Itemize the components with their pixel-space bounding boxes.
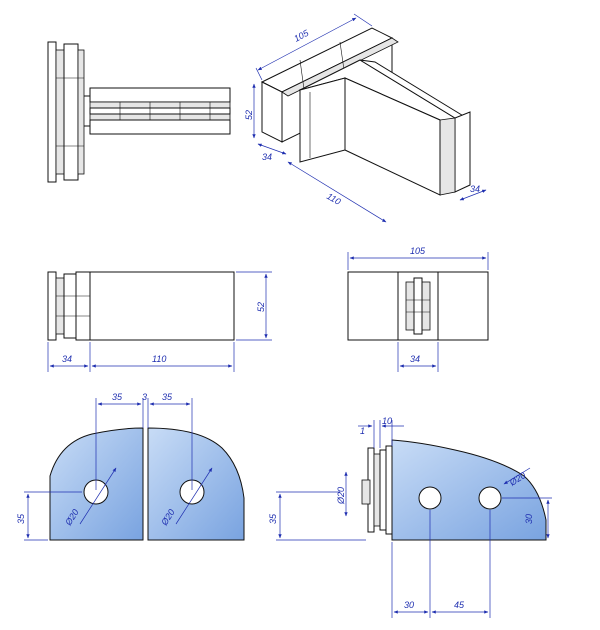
side-view-middle-dimensions: 52 34 110 bbox=[47, 271, 272, 372]
isometric-view bbox=[260, 27, 471, 196]
glass-front-view bbox=[49, 427, 245, 541]
side-dim-top-width: 10 bbox=[382, 416, 392, 426]
front-view bbox=[347, 271, 489, 341]
iso-dim-height: 52 bbox=[244, 110, 254, 120]
iso-dim-depth-left: 34 bbox=[262, 152, 272, 162]
side-dim-clamp-hole: Ø20 bbox=[336, 487, 346, 505]
side-dim-edge: 30 bbox=[404, 600, 414, 610]
front-dim-base: 34 bbox=[410, 354, 420, 364]
front-dim-width: 105 bbox=[410, 246, 426, 256]
side-dim-spacing: 45 bbox=[454, 600, 465, 610]
side-dim-height: 52 bbox=[256, 302, 266, 312]
side-view-middle bbox=[47, 271, 235, 341]
side-view-top-left bbox=[47, 41, 231, 183]
side-dim-vertical: 30 bbox=[524, 514, 534, 524]
side-dim-base: 34 bbox=[62, 354, 72, 364]
glass-dim-gap: 3 bbox=[142, 392, 147, 402]
iso-dim-depth-right: 34 bbox=[470, 184, 480, 194]
front-view-dimensions: 105 34 bbox=[347, 246, 489, 372]
side-hole-right bbox=[478, 486, 502, 510]
side-dim-height: 35 bbox=[268, 513, 278, 524]
glass-dim-height: 35 bbox=[16, 513, 26, 524]
side-hole-left bbox=[418, 486, 442, 510]
glass-dim-left-offset: 35 bbox=[112, 392, 123, 402]
glass-panel-side bbox=[391, 439, 547, 541]
side-dim-top-gap: 1 bbox=[360, 426, 365, 436]
glass-dim-right-offset: 35 bbox=[162, 392, 173, 402]
side-dim-arm: 110 bbox=[152, 354, 166, 364]
iso-dim-length: 105 bbox=[292, 27, 311, 43]
glass-side-dimensions: 1 10 Ø20 35 Ø20 30 30 45 bbox=[268, 416, 552, 618]
glass-side-view bbox=[361, 439, 547, 541]
